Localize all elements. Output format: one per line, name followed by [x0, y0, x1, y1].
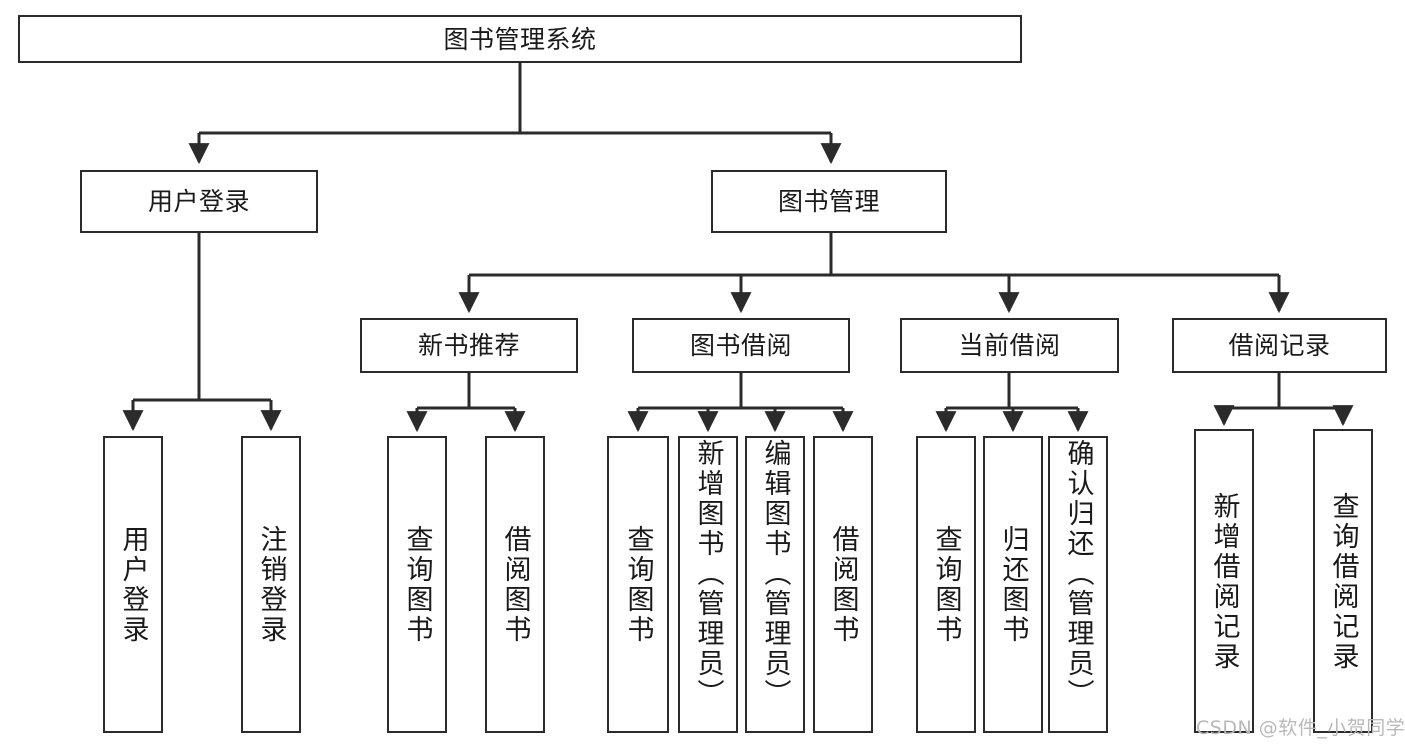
node-book-manage[interactable]: 图书管理 [711, 170, 947, 233]
node-leaf-return-book-label: 归还图书 [997, 525, 1029, 645]
node-leaf-logout-login-label: 注销登录 [255, 525, 287, 645]
node-leaf-confirm-return-admin-label: 确认归还（管理员） [1062, 439, 1094, 709]
node-user-login[interactable]: 用户登录 [80, 170, 318, 233]
node-borrow-record[interactable]: 借阅记录 [1172, 318, 1387, 373]
node-leaf-user-login-label: 用户登录 [117, 525, 149, 645]
node-book-manage-label: 图书管理 [777, 187, 880, 216]
node-leaf-borrow-book-rec-label: 借阅图书 [499, 525, 531, 645]
node-leaf-query-book-rec[interactable]: 查询图书 [387, 436, 447, 733]
node-leaf-add-book-admin[interactable]: 新增图书（管理员） [678, 436, 738, 733]
node-root-label: 图书管理系统 [443, 24, 597, 54]
node-leaf-query-book-brw[interactable]: 查询图书 [607, 436, 669, 733]
node-leaf-edit-book-admin-label: 编辑图书（管理员） [759, 439, 791, 709]
node-user-login-label: 用户登录 [147, 187, 250, 216]
node-root[interactable]: 图书管理系统 [18, 15, 1022, 63]
node-leaf-query-book-cur-label: 查询图书 [930, 525, 962, 645]
node-leaf-query-borrow-record-label: 查询借阅记录 [1327, 491, 1359, 672]
node-leaf-user-login[interactable]: 用户登录 [103, 436, 163, 733]
csdn-watermark: CSDN @软件_小贺同学 [1196, 717, 1405, 739]
node-new-book-recommend-label: 新书推荐 [417, 331, 520, 360]
node-leaf-borrow-book-brw[interactable]: 借阅图书 [813, 436, 873, 733]
node-leaf-return-book[interactable]: 归还图书 [983, 436, 1043, 733]
node-leaf-borrow-book-rec[interactable]: 借阅图书 [485, 436, 545, 733]
node-leaf-query-book-cur[interactable]: 查询图书 [916, 436, 976, 733]
node-leaf-query-book-rec-label: 查询图书 [401, 525, 433, 645]
node-leaf-add-borrow-record-label: 新增借阅记录 [1208, 491, 1240, 672]
node-current-borrow[interactable]: 当前借阅 [900, 318, 1119, 373]
node-leaf-add-borrow-record[interactable]: 新增借阅记录 [1194, 429, 1254, 733]
node-leaf-logout-login[interactable]: 注销登录 [241, 436, 301, 733]
node-book-borrow[interactable]: 图书借阅 [632, 318, 850, 373]
node-new-book-recommend[interactable]: 新书推荐 [360, 318, 578, 373]
node-leaf-confirm-return-admin[interactable]: 确认归还（管理员） [1048, 436, 1108, 733]
node-book-borrow-label: 图书借阅 [689, 331, 792, 360]
node-leaf-edit-book-admin[interactable]: 编辑图书（管理员） [745, 436, 805, 733]
node-leaf-add-book-admin-label: 新增图书（管理员） [692, 439, 724, 709]
node-leaf-query-borrow-record[interactable]: 查询借阅记录 [1313, 429, 1373, 733]
node-leaf-query-book-brw-label: 查询图书 [622, 525, 654, 645]
node-borrow-record-label: 借阅记录 [1228, 331, 1331, 360]
node-leaf-borrow-book-brw-label: 借阅图书 [827, 525, 859, 645]
node-current-borrow-label: 当前借阅 [958, 331, 1061, 360]
